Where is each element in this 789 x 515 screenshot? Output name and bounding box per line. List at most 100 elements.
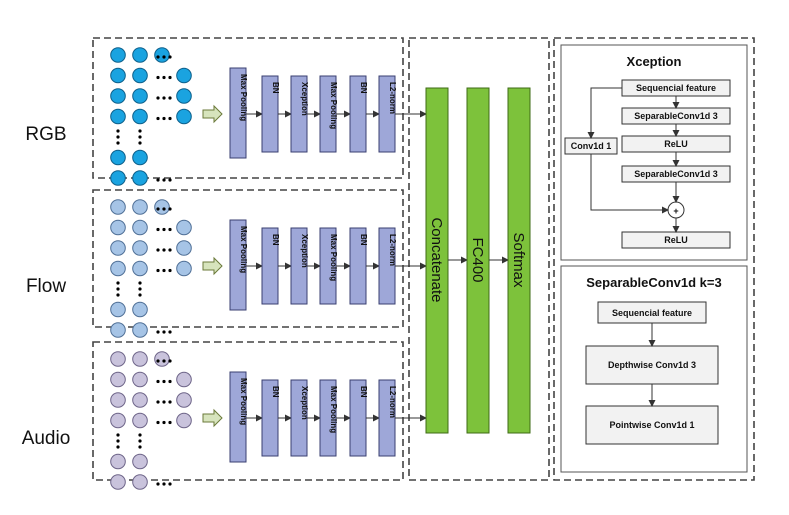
xception-relu1-label: ReLU	[664, 139, 688, 149]
ellipsis-dot	[138, 141, 142, 145]
ellipsis-dot	[162, 75, 166, 80]
input-node	[110, 351, 126, 367]
input-node	[132, 474, 148, 490]
ellipsis-dot	[138, 281, 142, 285]
input-node	[132, 108, 148, 125]
input-node	[132, 88, 148, 104]
ellipsis-dot	[162, 482, 166, 486]
xception-sep2-label: SeparableConv1d 3	[634, 169, 718, 179]
ellipsis-dot	[168, 207, 172, 211]
ellipsis-dot	[138, 445, 142, 449]
ellipsis-dot	[116, 439, 120, 443]
ellipsis-dot	[168, 227, 172, 232]
input-node	[110, 108, 126, 125]
detail-frame	[553, 37, 755, 481]
audio-branch-frame	[92, 341, 404, 481]
ellipsis-dot	[162, 96, 166, 100]
input-node	[176, 88, 192, 104]
input-node	[110, 67, 126, 84]
ellipsis-dot	[156, 359, 160, 363]
ellipsis-dot	[162, 116, 166, 121]
input-node	[176, 412, 192, 429]
xception-conv-label: Conv1d 1	[571, 141, 612, 151]
x-skip-arrow	[587, 87, 622, 139]
ellipsis-dot	[156, 55, 160, 59]
input-node	[110, 392, 126, 408]
input-node	[176, 240, 192, 256]
input-node	[132, 322, 148, 338]
ellipsis-dot	[168, 420, 172, 425]
input-node	[176, 392, 192, 408]
flow-branch-frame	[92, 189, 404, 328]
ellipsis-dot	[168, 96, 172, 100]
input-node	[132, 371, 148, 388]
pipeline-block-label: BN	[271, 82, 280, 94]
pipeline-block-label: BN	[359, 82, 368, 94]
input-node	[110, 453, 126, 470]
pipeline-block-label: Max Pooling	[329, 386, 338, 433]
pipeline-block	[229, 219, 247, 311]
modality-label: RGB	[25, 124, 66, 145]
ellipsis-dot	[116, 281, 120, 285]
input-node	[154, 199, 170, 215]
ellipsis-dot	[138, 433, 142, 437]
input-node	[110, 149, 126, 166]
ellipsis-dot	[138, 439, 142, 443]
ellipsis-dot	[156, 400, 160, 404]
pipeline-block-label: L2-norm	[388, 386, 397, 418]
input-node	[132, 301, 148, 318]
sepconv-seq-label: Sequencial feature	[612, 308, 692, 318]
ellipsis-dot	[156, 330, 160, 334]
input-node	[110, 219, 126, 236]
input-node	[132, 412, 148, 429]
pointwise-box	[585, 405, 719, 445]
pipeline-block-label: Max Pooling	[329, 82, 338, 129]
pipeline-block-label: BN	[359, 234, 368, 246]
input-node	[132, 453, 148, 470]
ellipsis-dot	[168, 248, 172, 252]
ellipsis-dot	[162, 330, 166, 334]
pipeline-block-label: BN	[359, 386, 368, 398]
pipeline-block-label: Max Pooling	[329, 234, 338, 281]
ellipsis-dot	[156, 96, 160, 100]
fusion-block-label: Softmax	[510, 232, 527, 288]
ellipsis-dot	[156, 482, 160, 486]
ellipsis-dot	[162, 207, 166, 211]
xception-seq-label: Sequencial feature	[636, 83, 716, 93]
input-arrow-icon	[202, 408, 223, 428]
ellipsis-dot	[162, 248, 166, 252]
ellipsis-dot	[116, 293, 120, 297]
input-node	[110, 474, 126, 490]
ellipsis-dot	[168, 55, 172, 59]
input-node	[132, 47, 148, 63]
input-node	[110, 199, 126, 215]
ellipsis-dot	[116, 433, 120, 437]
pipeline-block-label: Max Pooling	[239, 378, 248, 425]
pipeline-block-label: BN	[271, 234, 280, 246]
ellipsis-dot	[162, 420, 166, 425]
ellipsis-dot	[162, 400, 166, 404]
input-arrow-icon	[202, 104, 223, 124]
pipeline-block	[229, 371, 247, 463]
fusion-block-label: Concatenate	[428, 217, 445, 302]
ellipsis-dot	[162, 55, 166, 59]
input-node	[110, 260, 126, 277]
ellipsis-dot	[168, 268, 172, 273]
pipeline-block-label: Xception	[300, 234, 309, 268]
ellipsis-dot	[156, 116, 160, 121]
ellipsis-dot	[162, 379, 166, 384]
ellipsis-dot	[116, 287, 120, 291]
input-node	[110, 412, 126, 429]
ellipsis-dot	[168, 400, 172, 404]
input-node	[132, 240, 148, 256]
ellipsis-dot	[162, 268, 166, 273]
pipeline-block-label: BN	[271, 386, 280, 398]
input-arrow-icon	[202, 256, 223, 276]
ellipsis-dot	[168, 75, 172, 80]
input-node	[110, 170, 126, 186]
pipeline-block-label: Xception	[300, 386, 309, 420]
x-merge-arrow	[590, 154, 669, 214]
input-node	[110, 240, 126, 256]
